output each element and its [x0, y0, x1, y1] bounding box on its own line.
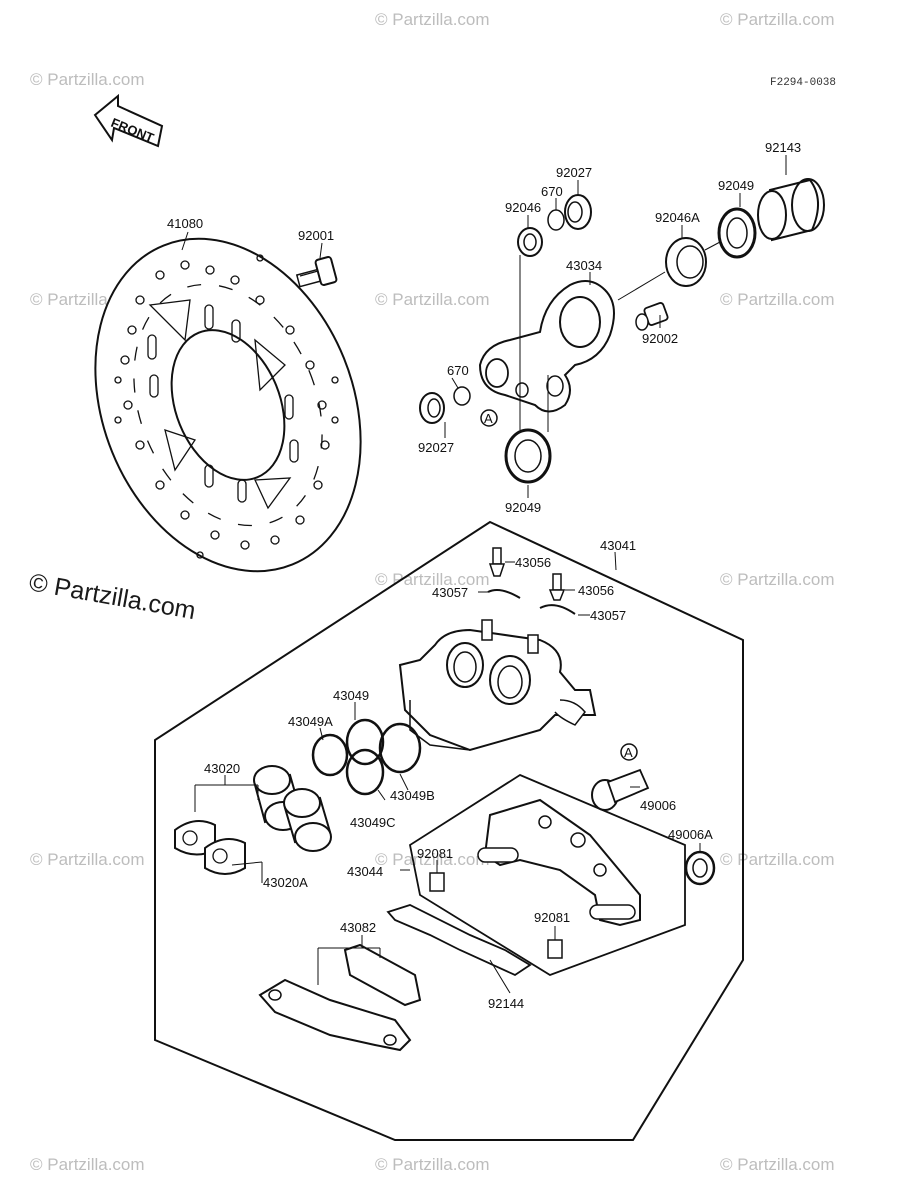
bolt-92001	[295, 256, 338, 288]
bracket-boundary	[408, 773, 686, 976]
part-labels: 41080 92001 92027 670 92046 43034 92143 …	[167, 140, 801, 1011]
watermark-text: © Partzilla.com	[30, 70, 145, 89]
label-43020: 43020	[204, 761, 240, 776]
label-43049A: 43049A	[288, 714, 333, 729]
brake-pads	[258, 943, 422, 1052]
watermark-text: © Partzilla.com	[375, 10, 490, 29]
label-41080: 41080	[167, 216, 203, 231]
watermark-text: © Partzilla.com	[720, 570, 835, 589]
piston-seals	[311, 718, 422, 796]
slide-pins	[591, 768, 716, 886]
dust-boots	[174, 820, 246, 875]
watermark-text: © Partzilla.com	[720, 1155, 835, 1174]
caliper-bracket	[477, 798, 641, 927]
label-92049: 92049	[718, 178, 754, 193]
front-arrow-icon: FRONT	[93, 93, 164, 148]
label-43057-b: 43057	[590, 608, 626, 623]
label-43056: 43056	[515, 555, 551, 570]
label-92049-mid: 92049	[505, 500, 541, 515]
label-92143: 92143	[765, 140, 801, 155]
watermark-text: © Partzilla.com	[375, 570, 490, 589]
watermark-text: © Partzilla.com	[375, 850, 490, 869]
label-43049B: 43049B	[390, 788, 435, 803]
label-92027: 92027	[556, 165, 592, 180]
label-92046A: 92046A	[655, 210, 700, 225]
label-43049: 43049	[333, 688, 369, 703]
label-92081: 92081	[417, 846, 453, 861]
label-92002: 92002	[642, 331, 678, 346]
label-43056-b: 43056	[578, 583, 614, 598]
callout-a-upper: A	[480, 409, 498, 427]
caliper-bracket-assembly	[419, 178, 825, 484]
svg-text:A: A	[484, 411, 493, 426]
watermark-text: © Partzilla.com	[375, 1155, 490, 1174]
label-43049C: 43049C	[350, 815, 396, 830]
watermark-main: © Partzilla.com	[27, 568, 198, 625]
pistons	[253, 765, 332, 852]
caliper-body	[398, 619, 597, 752]
label-92001: 92001	[298, 228, 334, 243]
svg-text:A: A	[624, 745, 633, 760]
label-43082: 43082	[340, 920, 376, 935]
label-92046: 92046	[505, 200, 541, 215]
watermark-text: © Partzilla.com	[720, 290, 835, 309]
label-43034: 43034	[566, 258, 602, 273]
brake-disc	[94, 237, 362, 573]
label-43020A: 43020A	[263, 875, 308, 890]
label-92081-b: 92081	[534, 910, 570, 925]
watermark-text: © Partzilla.com	[720, 850, 835, 869]
diagram-code: F2294-0038	[770, 77, 836, 89]
watermark-text: © Partzilla.com	[720, 10, 835, 29]
label-43041: 43041	[600, 538, 636, 553]
leader-lines	[181, 155, 787, 994]
label-670-mid: 670	[447, 363, 469, 378]
watermark-text: © Partzilla.com	[375, 290, 490, 309]
label-92144: 92144	[488, 996, 524, 1011]
watermark-text: © Partzilla.com	[30, 850, 145, 869]
watermark-layer: © Partzilla.com © Partzilla.com © Partzi…	[27, 10, 835, 1174]
label-43057: 43057	[432, 585, 468, 600]
pad-spring	[386, 904, 532, 977]
label-670: 670	[541, 184, 563, 199]
caliper-assembly-boundary	[154, 520, 744, 1141]
label-92027-mid: 92027	[418, 440, 454, 455]
watermark-text: © Partzilla.com	[30, 1155, 145, 1174]
label-43044: 43044	[347, 864, 383, 879]
callout-a-lower: A	[620, 743, 638, 761]
bleeder-valves	[487, 547, 576, 615]
label-49006A: 49006A	[668, 827, 713, 842]
label-49006: 49006	[640, 798, 676, 813]
